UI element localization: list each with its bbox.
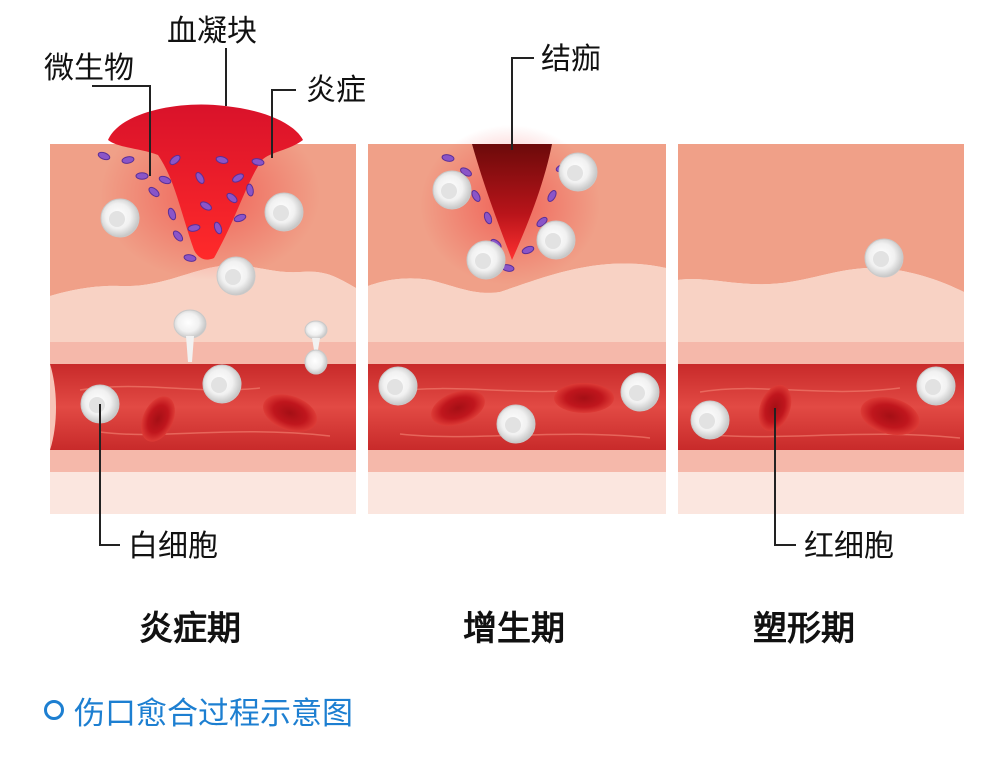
- white-blood-cell: [101, 199, 139, 237]
- figure-caption: 伤口愈合过程示意图: [44, 690, 353, 730]
- label-red-blood-cell: 红细胞: [804, 529, 894, 564]
- panel-inflammation: [50, 104, 356, 514]
- stage-title-proliferation: 增生期: [463, 609, 565, 649]
- label-inflammation: 炎症: [306, 73, 366, 108]
- panel-proliferation: [368, 125, 666, 514]
- circle-bullet-icon: [44, 700, 64, 720]
- label-microbe: 微生物: [44, 51, 134, 86]
- stage-title-remodeling: 塑形期: [753, 609, 855, 649]
- label-blood-clot: 血凝块: [167, 14, 257, 49]
- label-white-blood-cell: 白细胞: [128, 529, 218, 564]
- caption-text: 伤口愈合过程示意图: [74, 688, 353, 733]
- label-scab: 结痂: [541, 42, 601, 77]
- panel-remodeling: [678, 144, 964, 514]
- stage-title-inflammation: 炎症期: [139, 609, 241, 649]
